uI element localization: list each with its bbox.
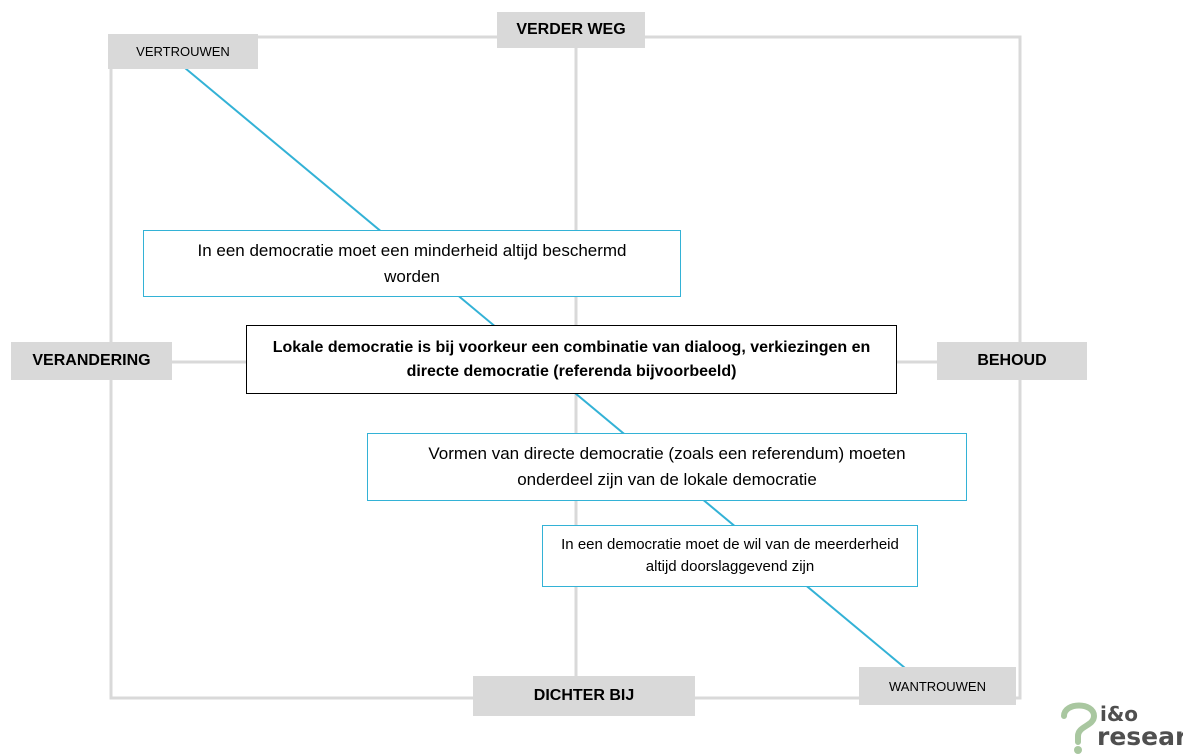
axis-label-left: VERANDERING <box>11 342 172 380</box>
corner-label-trust: VERTROUWEN <box>108 34 258 69</box>
statement-direct-democracy: Vormen van directe democratie (zoals een… <box>367 433 967 501</box>
axis-label-right: BEHOUD <box>937 342 1087 380</box>
io-research-logo: i&o research <box>1060 698 1183 755</box>
corner-label-distrust: WANTROUWEN <box>859 667 1016 705</box>
logo-text-top: i&o <box>1100 702 1139 726</box>
axis-label-bottom: DICHTER BIJ <box>473 676 695 716</box>
axis-label-top: VERDER WEG <box>497 12 645 48</box>
statement-minority-protected: In een democratie moet een minderheid al… <box>143 230 681 297</box>
logo-text-bottom: research <box>1097 722 1183 751</box>
statement-main: Lokale democratie is bij voorkeur een co… <box>246 325 897 394</box>
statement-majority-decisive: In een democratie moet de wil van de mee… <box>542 525 918 587</box>
logo-mark-icon <box>1061 702 1098 754</box>
